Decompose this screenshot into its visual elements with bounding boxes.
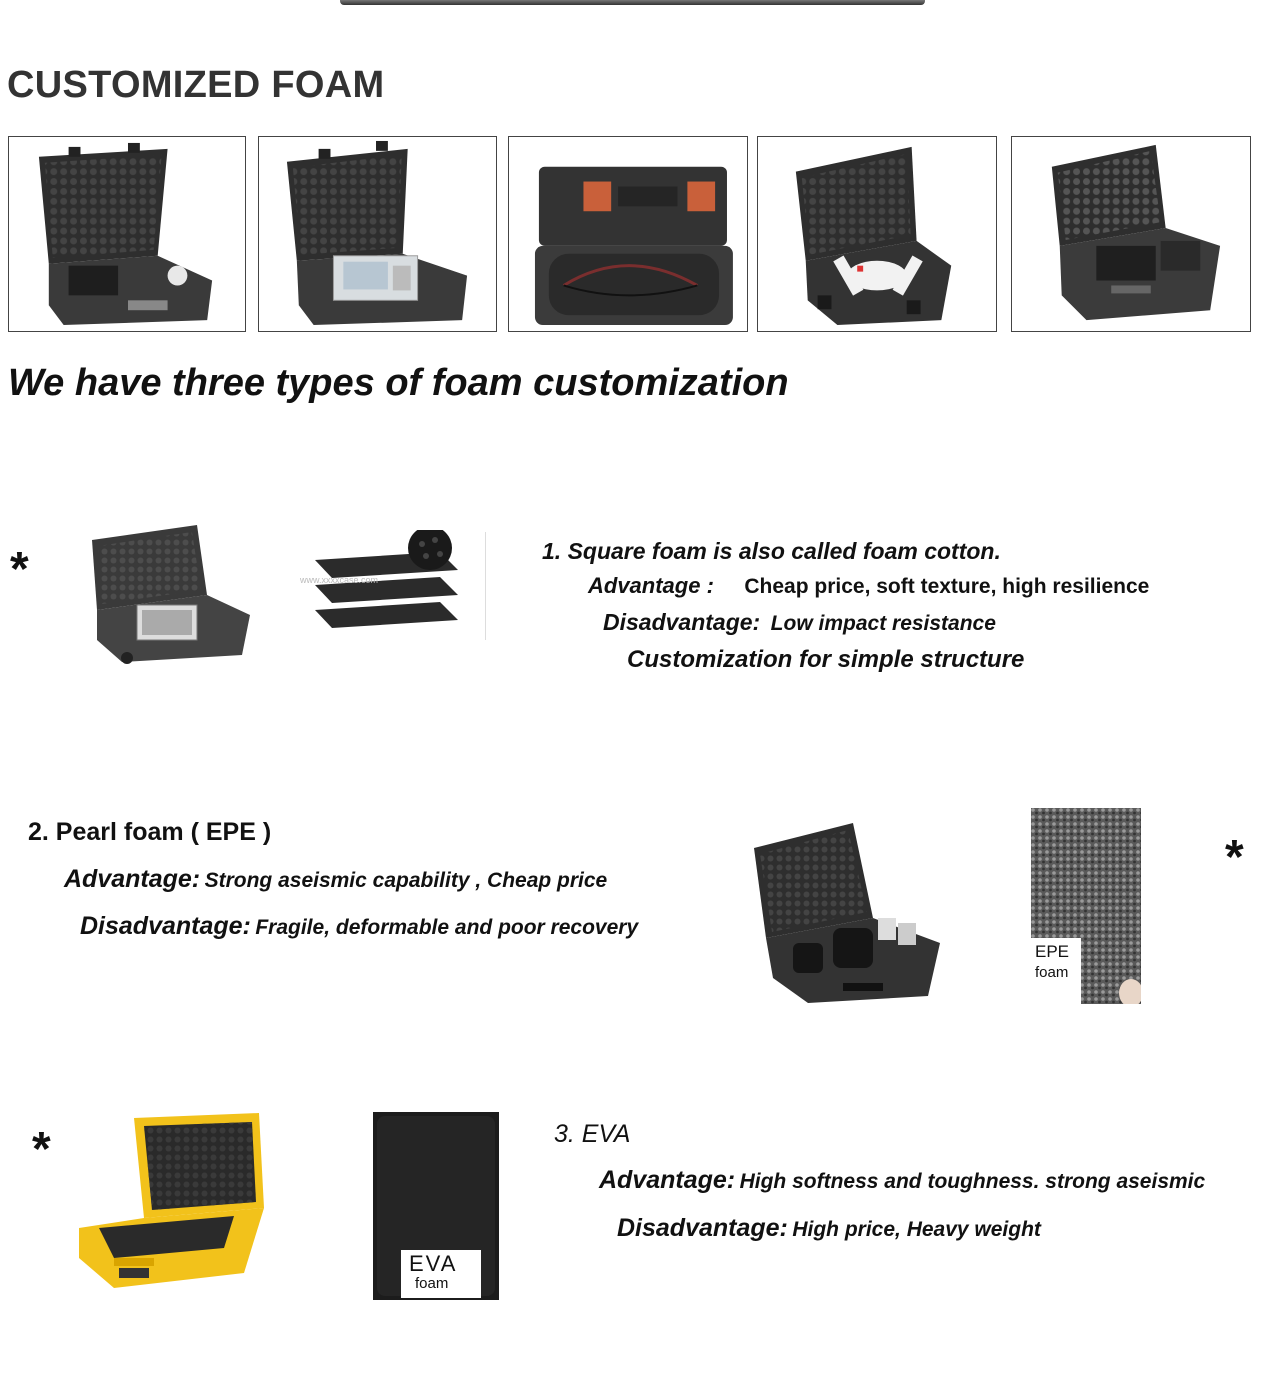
foam-type-1-heading: 1. Square foam is also called foam cotto…: [542, 538, 1001, 564]
disadvantage-text: Low impact resistance: [770, 612, 996, 635]
open-case-with-drone-image: [758, 137, 996, 331]
gallery-photo-2: [258, 136, 497, 332]
advantage-label: Advantage:: [599, 1166, 736, 1194]
rolling-case-image: [92, 525, 250, 664]
eva-label-line2: foam: [415, 1275, 449, 1292]
long-case-with-bow-image: [509, 137, 747, 331]
foam-sheets-photo: www.xxxxcase.com: [300, 530, 462, 638]
foam-type-1-advantage-row: Advantage : Cheap price, soft texture, h…: [588, 573, 1149, 599]
page-title: CUSTOMIZED FOAM: [7, 64, 385, 106]
divider-line: [485, 532, 486, 640]
square-foam-case-photo: [82, 520, 252, 666]
foam-type-2-heading: 2. Pearl foam ( EPE ): [28, 818, 272, 846]
gallery-photo-1: [8, 136, 246, 332]
advantage-label: Advantage:: [64, 865, 201, 893]
foam-sheet-stack-image: [315, 530, 458, 628]
advantage-label: Advantage :: [588, 573, 714, 598]
epe-foam-sample-photo: EPE foam: [1031, 808, 1141, 1004]
foam-type-2-disadvantage-row: Disadvantage: Fragile, deformable and po…: [80, 912, 638, 941]
epe-label-line1: EPE: [1035, 942, 1070, 961]
gallery-photo-5: [1011, 136, 1251, 332]
marker-asterisk-1: *: [10, 543, 29, 596]
open-case-with-camera-image: [1012, 137, 1250, 331]
disadvantage-text: High price, Heavy weight: [792, 1218, 1041, 1241]
eva-foam-sheet-image: [373, 1112, 499, 1300]
camera-case-image: [754, 823, 940, 1003]
open-case-with-device-image: [259, 137, 496, 331]
gallery-photo-3: [508, 136, 748, 332]
foam-type-3-heading: 3. EVA: [554, 1120, 631, 1148]
open-case-with-tools-image: [9, 137, 245, 331]
disadvantage-text: Fragile, deformable and poor recovery: [255, 916, 639, 939]
disadvantage-label: Disadvantage:: [603, 609, 761, 635]
advantage-text: Strong aseismic capability , Cheap price: [204, 869, 608, 892]
foam-type-2-advantage-row: Advantage: Strong aseismic capability , …: [64, 865, 607, 894]
disadvantage-label: Disadvantage:: [80, 912, 251, 940]
marker-asterisk-3: *: [32, 1123, 51, 1176]
disadvantage-label: Disadvantage:: [617, 1214, 788, 1242]
top-case-edge: [340, 0, 925, 5]
gallery-photo-4: [757, 136, 997, 332]
epe-foam-texture-image: [1031, 808, 1141, 1004]
watermark-text: www.xxxxcase.com: [300, 575, 379, 585]
foam-type-1-disadvantage-row: Disadvantage: Low impact resistance: [603, 609, 996, 636]
marker-asterisk-2: *: [1225, 831, 1244, 884]
foam-type-3-disadvantage-row: Disadvantage: High price, Heavy weight: [617, 1214, 1041, 1243]
yellow-case-image: [79, 1113, 264, 1288]
pearl-foam-case-photo: [748, 818, 946, 1008]
eva-label-line1: EVA: [409, 1251, 458, 1276]
advantage-text: Cheap price, soft texture, high resilien…: [744, 575, 1150, 598]
section-subtitle: We have three types of foam customizatio…: [8, 362, 789, 404]
foam-type-3-advantage-row: Advantage: High softness and toughness. …: [599, 1166, 1205, 1195]
eva-foam-sample-photo: EVA foam: [373, 1112, 499, 1300]
advantage-text: High softness and toughness. strong asei…: [739, 1170, 1206, 1193]
eva-foam-case-photo: [74, 1108, 270, 1294]
epe-label-line2: foam: [1035, 964, 1069, 981]
foam-type-1-note: Customization for simple structure: [627, 646, 1025, 673]
